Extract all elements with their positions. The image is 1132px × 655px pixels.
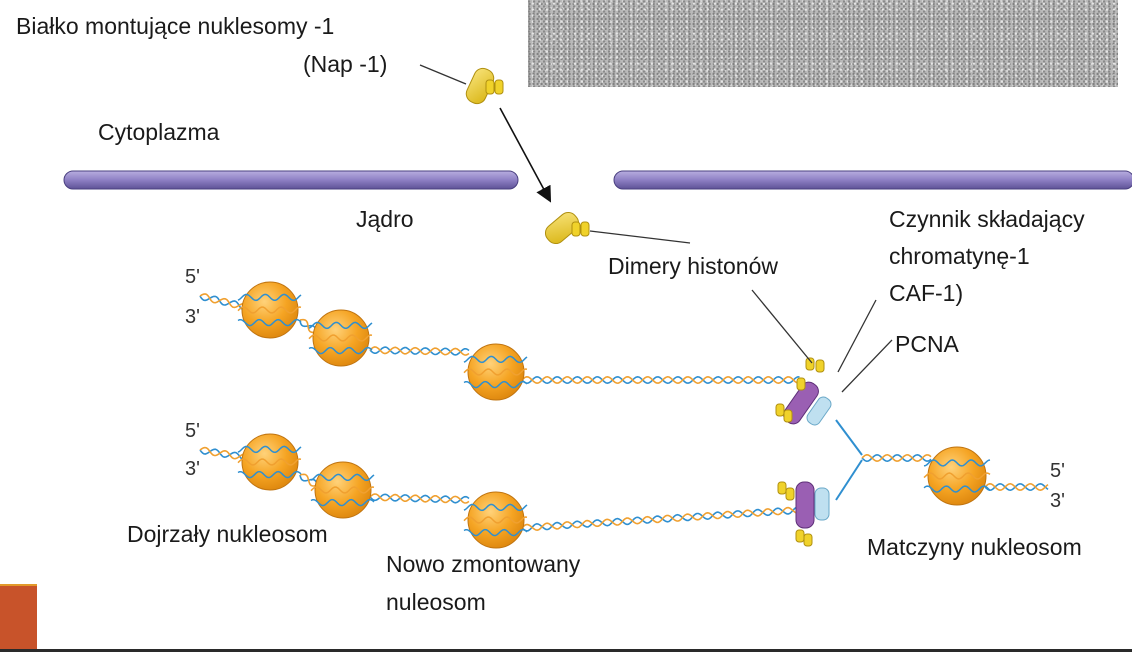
nucleosome-bottom-1 (237, 433, 302, 491)
new-nucleosome-label-line1: Nowo zmontowany (386, 551, 581, 577)
dna-bottom-segment-1 (199, 446, 250, 462)
electron-micrograph (528, 0, 1118, 87)
top-strand-5prime: 5' (185, 266, 200, 288)
parental-nucleosome-label: Matczyny nukleosom (867, 534, 1082, 560)
caf1-label-line2: chromatynę-1 (889, 243, 1030, 269)
parent-strand-5prime: 5' (1050, 460, 1065, 482)
membrane-left (63, 170, 519, 190)
nucleosomes (237, 281, 991, 549)
dna-top-segment-3 (369, 346, 470, 356)
caf1-label-line3: CAF-1) (889, 280, 964, 306)
slide-bottom-rule (0, 649, 1132, 652)
dna-parent-segment-1 (861, 453, 932, 463)
dna-strands (199, 293, 1049, 532)
dna-bottom-segment-3 (369, 493, 470, 504)
bottom-strand-5prime: 5' (185, 420, 200, 442)
cytoplasm-label: Cytoplazma (98, 119, 220, 145)
replication-complex-top (775, 357, 832, 426)
dna-top-segment-4 (521, 375, 800, 385)
top-strand-3prime: 3' (185, 306, 200, 328)
nuclear-membrane (63, 170, 1132, 190)
dna-bottom-segment-4 (521, 506, 800, 532)
caf1-label-line1: Czynnik składający (889, 206, 1085, 232)
nucleosome-bottom-2 (310, 461, 375, 519)
membrane-right (613, 170, 1132, 190)
nucleosome-parental (923, 446, 991, 506)
histone-dimer-nucleus (544, 211, 590, 245)
replication-complex-bottom (777, 481, 830, 547)
nucleosome-top-1 (237, 281, 302, 339)
caf1-pointer (837, 299, 877, 373)
nap1-abbrev-label: (Nap -1) (303, 51, 388, 77)
dna-parent-segment-2 (984, 482, 1049, 492)
fork-arm-bottom (835, 459, 863, 501)
parent-strand-3prime: 3' (1050, 490, 1065, 512)
nucleosome-bottom-3 (463, 491, 528, 549)
nap1-label: Białko montujące nuklesomy -1 (16, 13, 335, 39)
bottom-strand-3prime: 3' (185, 458, 200, 480)
nap1-dimer-cytoplasm (465, 67, 504, 105)
dimers-pointer (751, 289, 813, 364)
nucleosome-top-3 (463, 343, 528, 401)
nap1-leader-line (419, 64, 467, 85)
pcna-label: PCNA (895, 331, 959, 357)
histone-dimers-label: Dimery histonów (608, 253, 778, 279)
mature-nucleosome-label: Dojrzały nukleosom (127, 521, 328, 547)
nucleus-label: Jądro (356, 206, 414, 232)
slide-corner-block (0, 586, 37, 649)
fork-arm-top (835, 419, 863, 456)
new-nucleosome-label-line2: nuleosom (386, 589, 486, 615)
dimers-leader-line (589, 230, 691, 244)
nucleosome-top-2 (308, 309, 373, 367)
import-arrow (499, 107, 552, 203)
pcna-pointer (841, 339, 893, 393)
